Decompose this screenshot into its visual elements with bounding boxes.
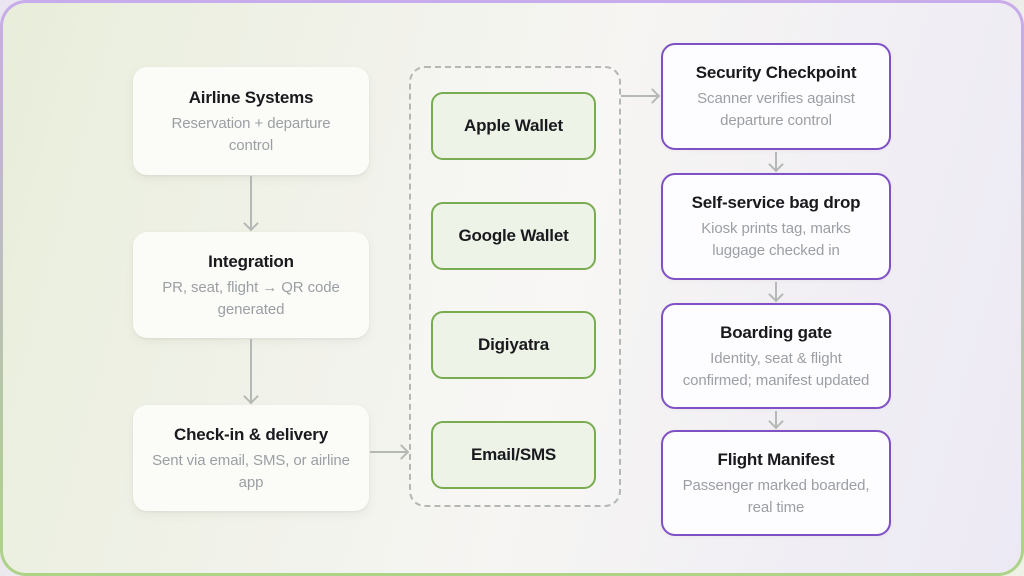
node-integration: Integration PR, seat, flight → QR code g… [133,232,369,338]
arrow-airline-to-integration-icon [250,176,252,230]
channel-apple-wallet: Apple Wallet [431,92,596,160]
node-title: Check-in & delivery [174,424,328,444]
arrow-security-to-bagdrop-icon [775,152,777,171]
node-title: Integration [208,251,294,271]
arrow-integration-to-checkin-icon [250,339,252,403]
channel-google-wallet: Google Wallet [431,202,596,270]
channel-digiyatra: Digiyatra [431,311,596,379]
node-subtitle: Identity, seat & flight confirmed; manif… [682,349,870,389]
node-title: Self-service bag drop [691,193,861,212]
node-flight-manifest: Flight Manifest Passenger marked boarded… [661,430,891,536]
node-security-checkpoint: Security Checkpoint Scanner verifies aga… [661,43,891,150]
node-subtitle: PR, seat, flight → QR code generated [162,278,340,318]
node-subtitle: Scanner verifies against departure contr… [697,90,855,129]
channel-label: Apple Wallet [464,116,563,135]
node-bag-drop: Self-service bag drop Kiosk prints tag, … [661,173,891,280]
node-subtitle: Reservation + departure control [171,114,331,154]
arrow-gate-to-manifest-icon [775,411,777,428]
node-airline-systems: Airline Systems Reservation + departure … [133,67,369,175]
arrow-bagdrop-to-gate-icon [775,282,777,301]
arrow-channels-to-security-icon [621,95,659,97]
channel-label: Google Wallet [458,226,569,245]
node-title: Flight Manifest [717,449,835,469]
node-subtitle: Kiosk prints tag, marks luggage checked … [701,220,851,259]
node-checkin-delivery: Check-in & delivery Sent via email, SMS,… [133,405,369,511]
node-subtitle: Sent via email, SMS, or airline app [152,451,350,491]
channel-label: Digiyatra [478,335,549,354]
node-title: Boarding gate [720,322,832,342]
arrow-checkin-to-channels-icon [370,451,408,453]
flowchart-canvas: Airline Systems Reservation + departure … [3,3,1021,573]
node-title: Airline Systems [188,87,314,107]
channel-email-sms: Email/SMS [431,421,596,489]
channel-label: Email/SMS [470,445,557,464]
node-boarding-gate: Boarding gate Identity, seat & flight co… [661,303,891,409]
node-subtitle: Passenger marked boarded, real time [682,476,870,516]
node-title: Security Checkpoint [695,63,857,82]
